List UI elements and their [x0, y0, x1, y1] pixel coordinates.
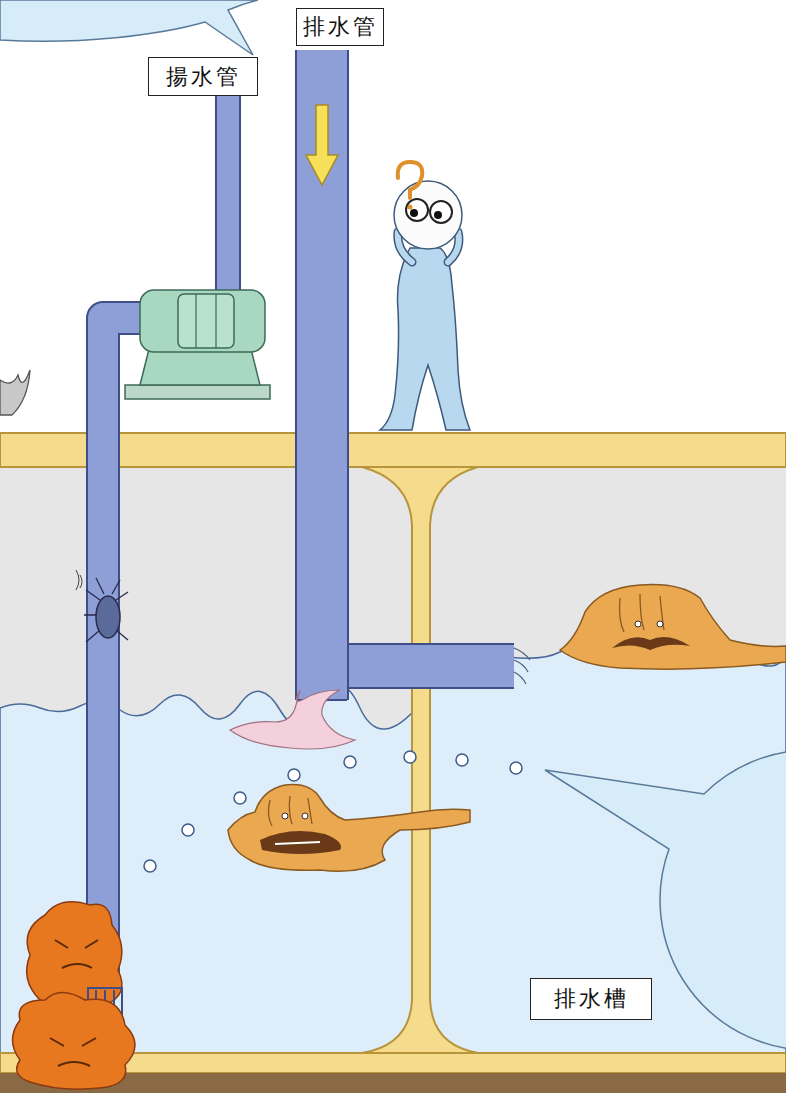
insect-legs [84, 578, 128, 642]
blob-mustache [612, 637, 690, 650]
pump-detail [195, 294, 196, 348]
air-bubble [510, 762, 522, 774]
label-box: 排水管 [296, 8, 384, 46]
blob-wrinkles [268, 796, 312, 826]
blob-eye [657, 621, 663, 627]
label-box: 排水槽 [530, 978, 652, 1020]
bird-tail [0, 370, 30, 415]
discharge-pipe [217, 95, 239, 300]
air-bubble [182, 824, 194, 836]
branch-pipe [330, 645, 514, 687]
air-bubble [234, 792, 246, 804]
question-mark [398, 162, 423, 198]
air-bubble [344, 756, 356, 768]
angry-face [50, 1038, 96, 1066]
speech-bubble [545, 750, 786, 1050]
pump-base [125, 385, 270, 399]
blob-eye [635, 621, 641, 627]
person-head [394, 181, 462, 249]
pipe-outline [295, 50, 349, 700]
question-mark [408, 205, 413, 210]
suction-pipe [103, 318, 150, 985]
clog-blob [13, 993, 136, 1090]
pump-detail [215, 294, 216, 348]
blob-mouth [260, 831, 341, 854]
drain-pipe [297, 50, 347, 700]
pipe-outline [103, 318, 150, 985]
speech-bubble [0, 0, 258, 55]
scum-blob [560, 585, 786, 670]
blob-wrinkles [620, 594, 665, 632]
person-body [380, 248, 470, 430]
air-bubble [456, 754, 468, 766]
air-bubble [404, 751, 416, 763]
label-text: 排水槽 [554, 984, 629, 1014]
sludge-blob [228, 785, 470, 872]
person-pupil [434, 211, 442, 219]
label-text: 揚水管 [166, 62, 241, 92]
label-box: 揚水管 [148, 57, 258, 96]
blob-teeth [275, 842, 320, 844]
blob-eye [282, 813, 288, 819]
cockroach [96, 596, 120, 638]
pump-casing [178, 294, 234, 348]
sewage-flow [230, 690, 355, 749]
pipe-outline [330, 643, 514, 689]
motion-lines [76, 570, 82, 590]
blob-eye [302, 813, 308, 819]
pipe-outline [215, 95, 241, 300]
label-text: 排水管 [303, 12, 378, 42]
clog-blob [27, 902, 122, 1008]
air-bubble [288, 769, 300, 781]
angry-face [55, 940, 98, 968]
partition-wall [362, 467, 478, 1053]
person-eye [430, 201, 452, 223]
pump-motor [140, 290, 265, 352]
person-eye [406, 199, 428, 221]
flow-arrow [306, 105, 338, 185]
air-bubble [144, 860, 156, 872]
hair-strands [514, 648, 530, 684]
person-pupil [410, 209, 418, 217]
